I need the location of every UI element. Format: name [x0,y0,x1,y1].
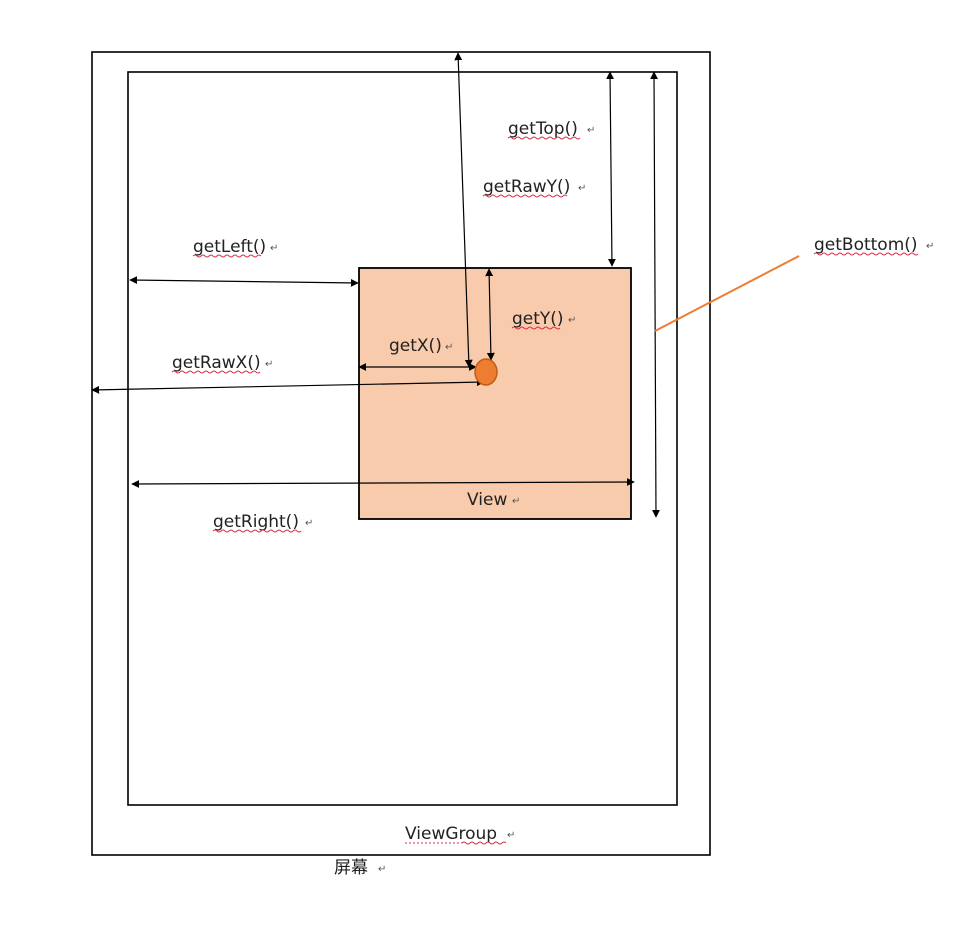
return-mark-icon: ↵ [568,315,576,326]
return-mark-icon: ↵ [305,518,313,529]
spell-underline [461,841,507,845]
spell-underline [511,326,561,330]
getrawy-arrow [454,52,473,368]
getright-arrow [131,478,635,488]
return-mark-icon: ↵ [578,183,586,194]
label-getx: getX() [389,336,442,356]
spell-underline [192,254,262,258]
return-mark-icon: ↵ [270,243,278,254]
spell-underline [171,370,261,374]
return-mark-icon: ↵ [926,241,934,252]
return-mark-icon: ↵ [265,359,273,370]
gety-arrow [485,268,495,361]
return-mark-icon: ↵ [378,864,386,875]
return-mark-icon: ↵ [445,342,453,353]
screen-rect [91,51,711,856]
label-view: View [467,490,507,510]
label-screen: 屏幕 [334,858,368,878]
label-getrawy: getRawY() [483,177,570,197]
label-gety: getY() [512,309,564,329]
view-rect [358,267,632,520]
getbottom-callout-line [654,255,800,332]
gettop-arrow [606,71,616,267]
getleft-arrow [129,276,359,287]
spell-underline [482,194,568,198]
touch-point [474,358,498,386]
viewgroup-rect [127,71,678,806]
getrawx-arrow [91,378,485,394]
label-getleft: getLeft() [193,237,266,257]
label-getrawx: getRawX() [172,353,261,373]
getbottom-arrow [650,71,660,518]
spell-underline [212,529,302,533]
spell-underline [507,136,581,140]
return-mark-icon: ↵ [512,496,520,507]
label-gettop: getTop() [508,119,578,139]
return-mark-icon: ↵ [587,125,595,136]
label-viewgroup: ViewGroup [405,824,497,844]
label-getright: getRight() [213,512,299,532]
label-getbottom: getBottom() [814,235,918,255]
return-mark-icon: ↵ [507,830,515,841]
spell-underline [813,252,919,256]
